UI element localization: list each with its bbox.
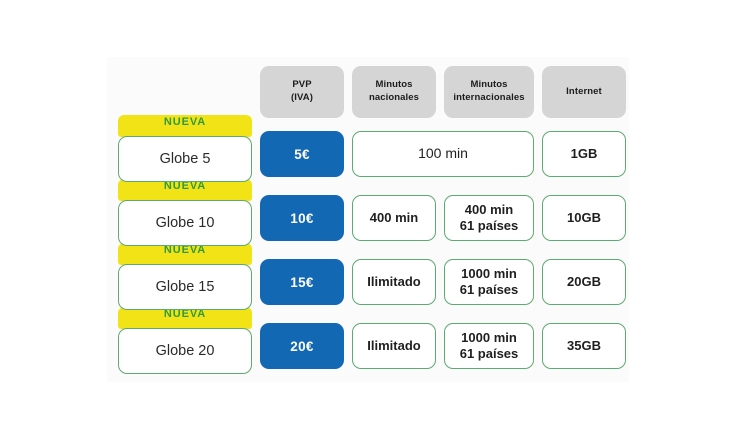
header-price-line1: PVP: [292, 79, 312, 91]
plan-name[interactable]: Globe 15: [118, 264, 252, 310]
price-value[interactable]: 5€: [260, 131, 344, 177]
header-chip-national-minutes: Minutos nacionales: [352, 66, 436, 118]
price-value[interactable]: 10€: [260, 195, 344, 241]
plan-cell[interactable]: NUEVA Globe 10: [118, 179, 252, 246]
internet-cell: 1GB: [542, 126, 626, 182]
header-international-line1: Minutos: [470, 79, 508, 91]
header-chip-price: PVP (IVA): [260, 66, 344, 118]
plan-cell[interactable]: NUEVA Globe 5: [118, 115, 252, 182]
international-minutes-line2: 61 países: [459, 346, 519, 361]
national-minutes-line1: Ilimitado: [367, 273, 421, 289]
national-minutes-cell: 400 min: [352, 190, 436, 246]
plan-name[interactable]: Globe 5: [118, 136, 252, 182]
international-minutes-value: 1000 min 61 países: [444, 259, 534, 305]
internet-cell: 20GB: [542, 254, 626, 310]
international-minutes-line2: 61 países: [459, 282, 519, 297]
international-minutes-line2: 61 países: [459, 218, 519, 233]
header-national-line2: nacionales: [368, 92, 420, 103]
header-international-line2: internacionales: [453, 92, 525, 103]
national-minutes-value: Ilimitado: [352, 323, 436, 369]
international-minutes-line1: 1000 min: [461, 265, 517, 281]
internet-value: 20GB: [542, 259, 626, 305]
internet-value: 1GB: [542, 131, 626, 177]
header-national-line1: Minutos: [375, 79, 413, 91]
national-minutes-cell: Ilimitado: [352, 254, 436, 310]
tariff-table: PVP (IVA) Minutos nacionales Minutos int…: [110, 58, 634, 382]
nueva-badge: NUEVA: [118, 179, 252, 201]
header-internet-line1: Internet: [566, 85, 602, 97]
plan-card-wrapper: NUEVA Globe 20: [118, 307, 252, 374]
minutes-combined-value: 100 min: [352, 131, 534, 177]
international-minutes-cell: 1000 min 61 países: [444, 318, 534, 374]
national-minutes-value: Ilimitado: [352, 259, 436, 305]
internet-value: 10GB: [542, 195, 626, 241]
nueva-badge: NUEVA: [118, 243, 252, 265]
national-minutes-line1: 400 min: [369, 209, 419, 225]
international-minutes-cell: 1000 min 61 países: [444, 254, 534, 310]
table-row: NUEVA Globe 10 10€ 400 min 400 min 61 pa…: [118, 179, 626, 246]
price-cell-container[interactable]: 5€: [260, 126, 344, 182]
plan-card-wrapper: NUEVA Globe 15: [118, 243, 252, 310]
internet-value: 35GB: [542, 323, 626, 369]
international-minutes-cell: 400 min 61 países: [444, 190, 534, 246]
price-cell-container[interactable]: 20€: [260, 318, 344, 374]
national-minutes-line1: Ilimitado: [367, 337, 421, 353]
international-minutes-value: 400 min 61 países: [444, 195, 534, 241]
international-minutes-line1: 1000 min: [461, 329, 517, 345]
plan-cell[interactable]: NUEVA Globe 20: [118, 307, 252, 374]
internet-cell: 35GB: [542, 318, 626, 374]
plan-name[interactable]: Globe 10: [118, 200, 252, 246]
header-internet-cell: Internet: [542, 66, 626, 118]
header-national-cell: Minutos nacionales: [352, 66, 436, 118]
header-price-line2: (IVA): [291, 92, 313, 103]
header-chip-internet: Internet: [542, 66, 626, 118]
table-header-row: PVP (IVA) Minutos nacionales Minutos int…: [118, 66, 626, 118]
internet-cell: 10GB: [542, 190, 626, 246]
international-minutes-line1: 400 min: [464, 201, 514, 217]
header-international-cell: Minutos internacionales: [444, 66, 534, 118]
price-value[interactable]: 20€: [260, 323, 344, 369]
price-cell-container[interactable]: 15€: [260, 254, 344, 310]
table-row: NUEVA Globe 20 20€ Ilimitado 1000 min 61…: [118, 307, 626, 374]
header-chip-international-minutes: Minutos internacionales: [444, 66, 534, 118]
nueva-badge: NUEVA: [118, 115, 252, 137]
minutes-merged-cell: 100 min: [352, 126, 534, 182]
table-row: NUEVA Globe 5 5€ 100 min 1GB: [118, 115, 626, 182]
header-plan-spacer: [118, 66, 252, 118]
header-price-cell: PVP (IVA): [260, 66, 344, 118]
table-row: NUEVA Globe 15 15€ Ilimitado 1000 min 61…: [118, 243, 626, 310]
plan-cell[interactable]: NUEVA Globe 15: [118, 243, 252, 310]
plan-card-wrapper: NUEVA Globe 5: [118, 115, 252, 182]
national-minutes-value: 400 min: [352, 195, 436, 241]
national-minutes-cell: Ilimitado: [352, 318, 436, 374]
nueva-badge: NUEVA: [118, 307, 252, 329]
plan-name[interactable]: Globe 20: [118, 328, 252, 374]
international-minutes-value: 1000 min 61 países: [444, 323, 534, 369]
price-cell-container[interactable]: 10€: [260, 190, 344, 246]
plan-card-wrapper: NUEVA Globe 10: [118, 179, 252, 246]
price-value[interactable]: 15€: [260, 259, 344, 305]
